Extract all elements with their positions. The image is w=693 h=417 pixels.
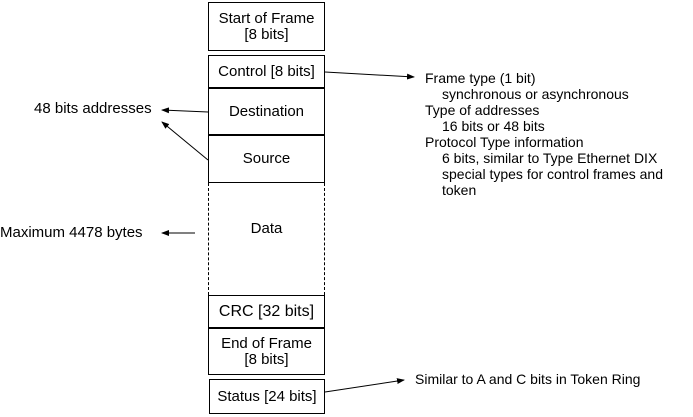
control-arrow (324, 71, 415, 80)
data-label: Data (250, 220, 283, 237)
destination-field: Destination (208, 88, 325, 135)
crc-field: CRC [32 bits] (208, 295, 325, 328)
start-of-frame-label: Start of Frame (218, 9, 315, 27)
protocol-type-detail-1: 6 bits, similar to Type Ethernet DIX (442, 150, 658, 166)
destination-label: Destination (228, 102, 305, 120)
crc-label: CRC [32 bits] (218, 302, 315, 320)
control-label: Control [8 bits] (218, 62, 315, 80)
frame-type-detail: synchronous or asynchronous (442, 86, 629, 102)
start-of-frame-size: [8 bits] (244, 25, 289, 43)
protocol-type-detail-2: special types for control frames and (442, 166, 663, 182)
protocol-type-line: Protocol Type information (425, 134, 584, 150)
destination-arrow (161, 107, 209, 114)
source-field: Source (208, 135, 325, 183)
end-of-frame-label: End of Frame (221, 334, 312, 352)
status-field: Status [24 bits] (209, 379, 325, 414)
control-info: Frame type (1 bit) synchronous or asynch… (425, 70, 663, 198)
address-type-line: Type of addresses (425, 102, 540, 118)
data-field: Data (208, 183, 325, 295)
addresses-annotation: 48 bits addresses (34, 100, 152, 117)
end-of-frame-field: End of Frame [8 bits] (208, 328, 325, 375)
status-arrow (324, 378, 405, 393)
status-annotation: Similar to A and C bits in Token Ring (415, 371, 641, 387)
source-label: Source (242, 150, 291, 167)
control-field: Control [8 bits] (208, 55, 325, 88)
address-type-detail: 16 bits or 48 bits (442, 118, 545, 134)
start-of-frame-field: Start of Frame [8 bits] (208, 2, 325, 51)
status-label: Status [24 bits] (217, 387, 317, 405)
end-of-frame-size: [8 bits] (244, 350, 289, 368)
source-arrow (161, 121, 209, 161)
frame-type-line: Frame type (1 bit) (425, 70, 536, 86)
protocol-type-detail-3: token (442, 182, 477, 198)
max-data-annotation: Maximum 4478 bytes (0, 224, 143, 241)
